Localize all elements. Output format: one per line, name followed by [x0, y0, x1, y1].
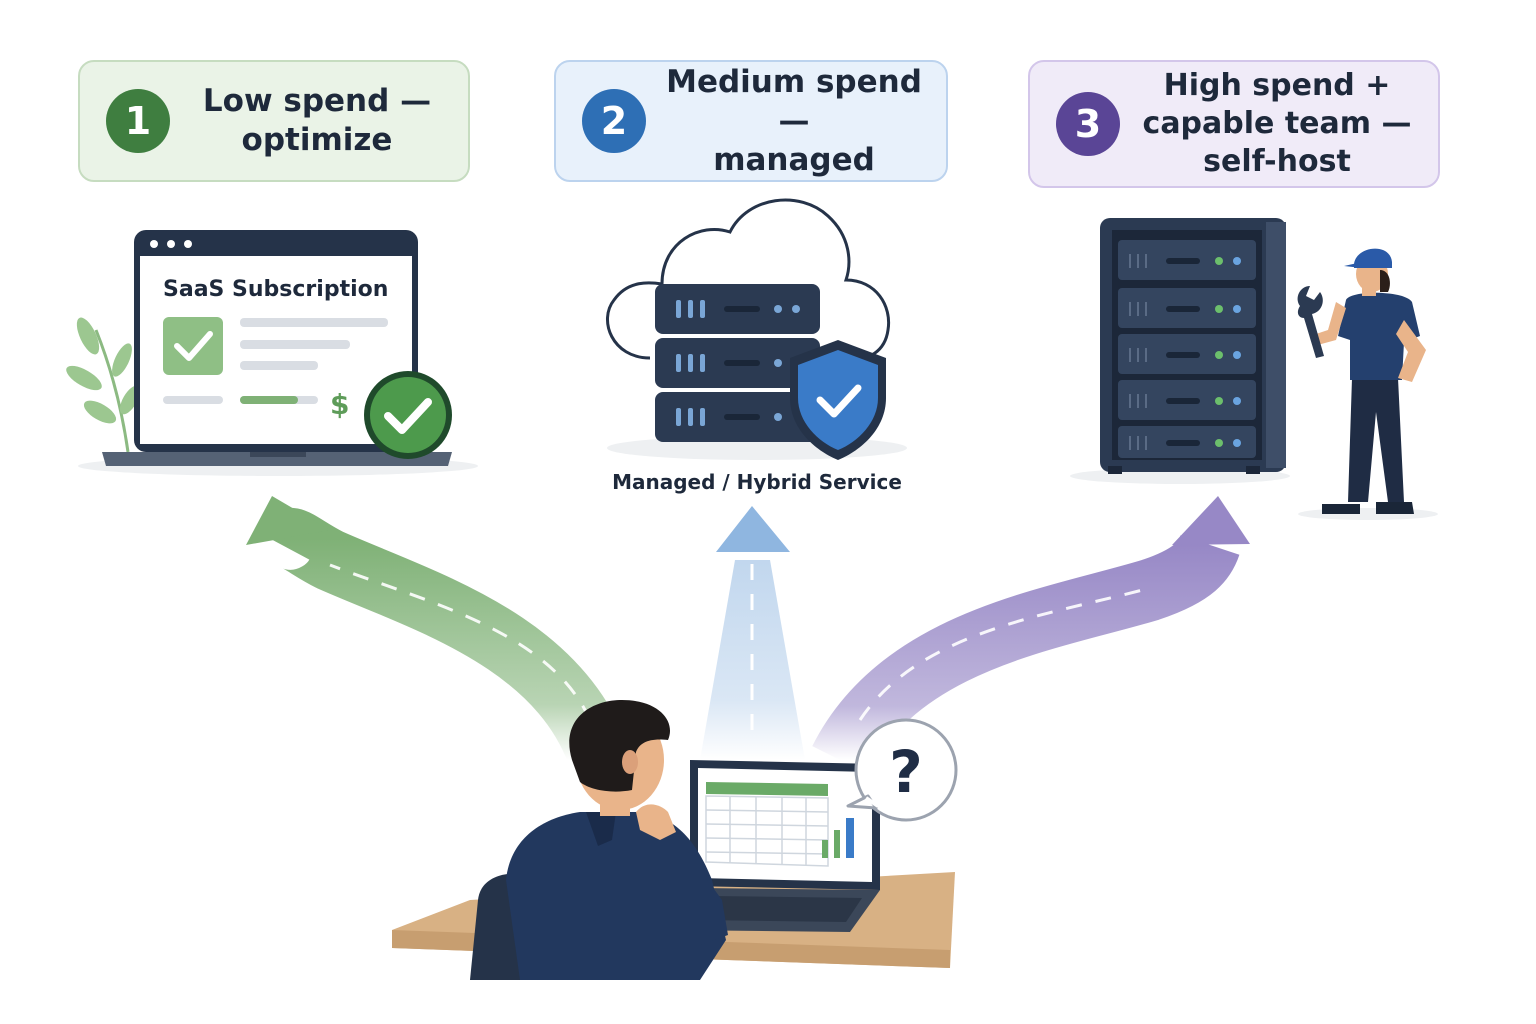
option-title-text: High spend + capable team — self-host	[1142, 68, 1412, 179]
option-card-medium-spend: 2 Medium spend — managed	[554, 60, 948, 182]
path-arrow-green	[246, 496, 630, 771]
option-title: High spend + capable team — self-host	[1130, 62, 1424, 186]
technician-icon	[1314, 248, 1426, 514]
saas-laptop-illustration: SaaS Subscription $	[66, 230, 478, 476]
person-hair	[569, 700, 671, 792]
check-icon	[364, 371, 452, 459]
option-number-badge: 2	[582, 89, 646, 153]
option-card-low-spend: 1 Low spend — optimize	[78, 60, 470, 182]
shield-icon	[790, 340, 886, 460]
option-title-text: Medium spend — managed	[666, 63, 922, 178]
option-title-text: Low spend — optimize	[202, 83, 432, 158]
cloud-icon	[605, 198, 891, 362]
arrow-head	[716, 506, 790, 552]
checkbox-icon	[163, 317, 223, 375]
server-rack-icon	[1100, 218, 1286, 474]
option-title: Low spend — optimize	[180, 62, 454, 180]
option-number-badge: 1	[106, 89, 170, 153]
plant-icon	[66, 317, 141, 453]
option-title: Medium spend — managed	[656, 62, 932, 180]
arrow-head	[246, 496, 330, 545]
option-card-high-spend: 3 High spend + capable team — self-host	[1028, 60, 1440, 188]
managed-caption: Managed / Hybrid Service	[612, 470, 902, 494]
option-number-badge: 3	[1056, 92, 1120, 156]
server-icon	[655, 284, 820, 442]
path-arrow-purple	[812, 496, 1250, 775]
question-mark: ?	[889, 738, 923, 806]
saas-window-title: SaaS Subscription	[163, 277, 388, 302]
managed-service-illustration: Managed / Hybrid Service	[605, 198, 907, 494]
decision-maker-illustration	[392, 700, 955, 980]
question-bubble-icon: ?	[846, 718, 958, 822]
wrench-icon	[1297, 286, 1324, 358]
arrow-head	[1172, 496, 1250, 545]
path-arrow-blue	[700, 506, 805, 760]
currency-icon: $	[330, 388, 349, 421]
self-host-illustration	[1070, 218, 1438, 520]
